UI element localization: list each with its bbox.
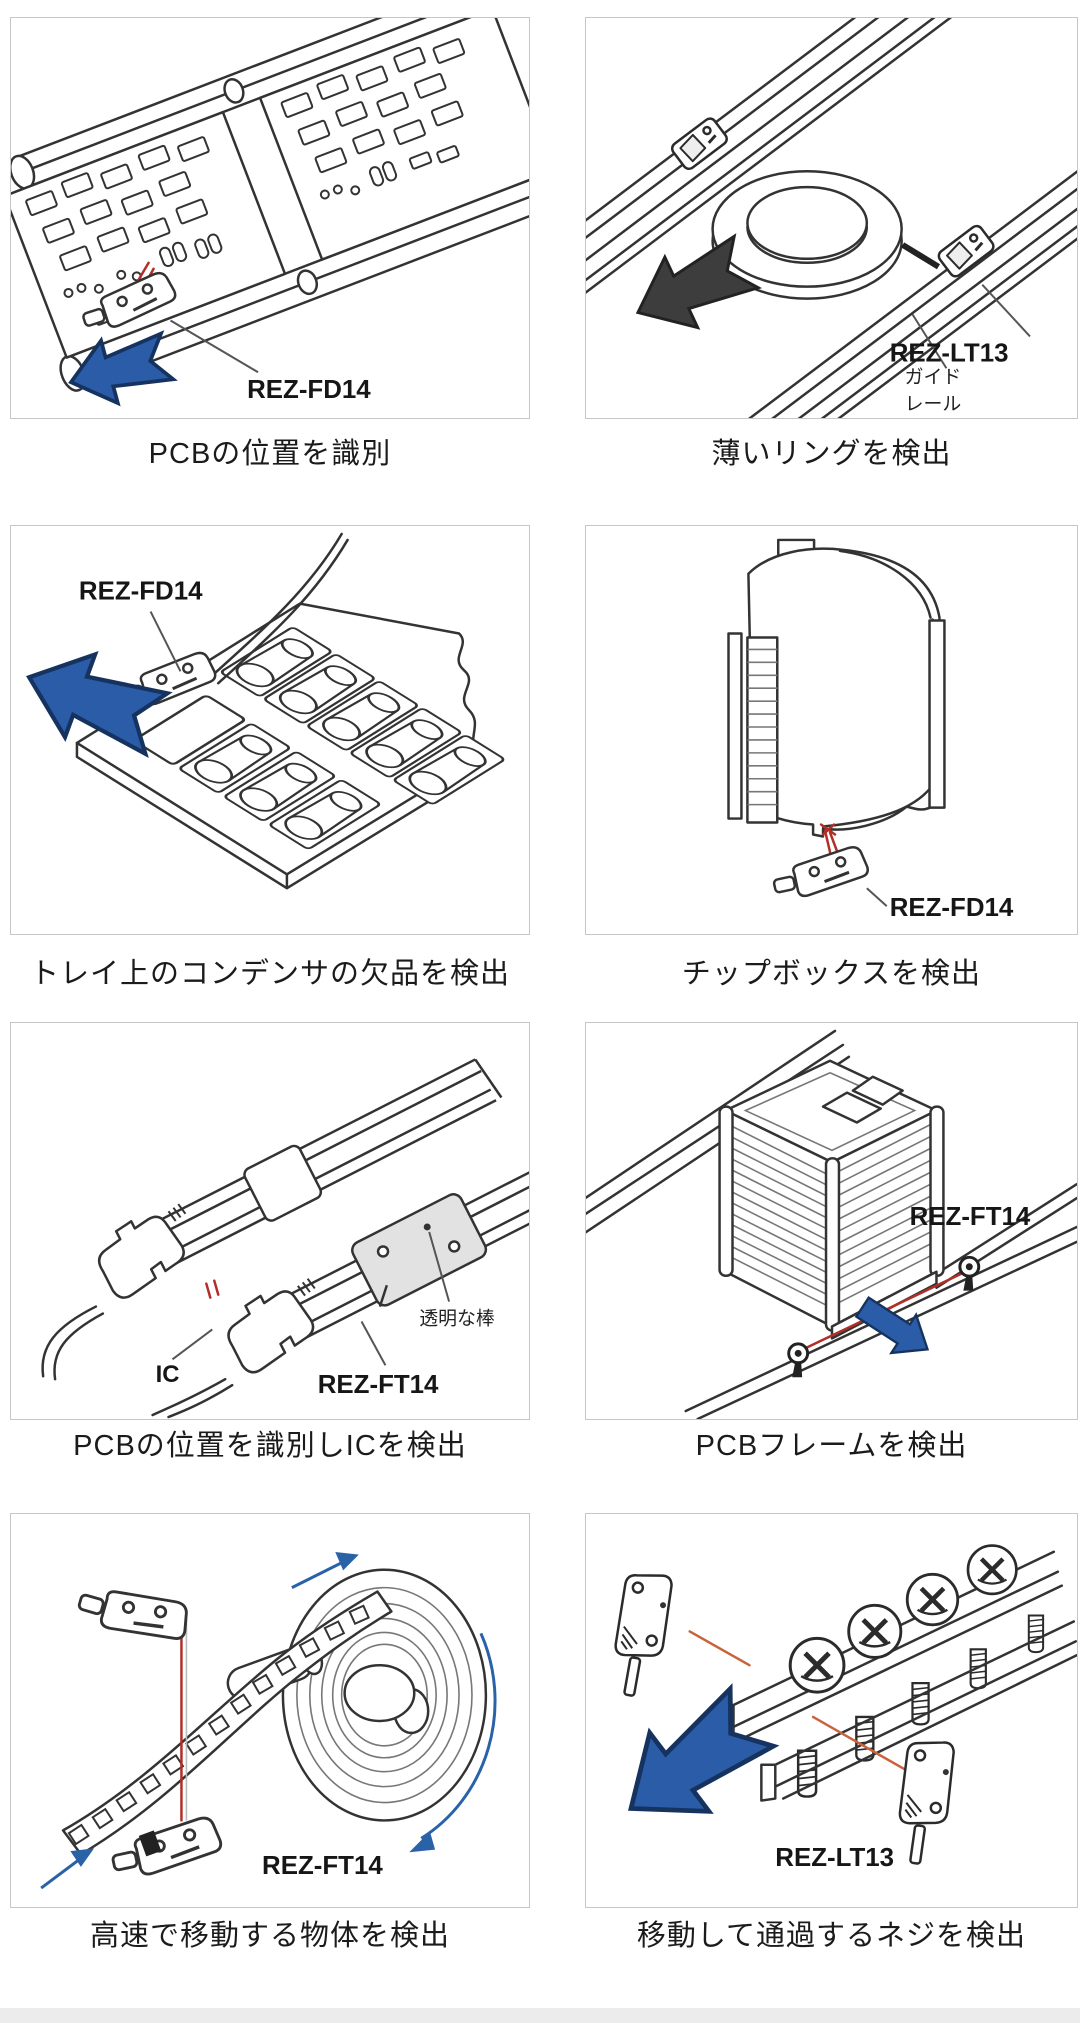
ic-tube-rail — [216, 1119, 529, 1378]
motion-arrows — [40, 1552, 497, 1890]
photo-sensor-icon — [668, 114, 731, 173]
illustration-tray-capacitors: REZ-FD14 — [11, 532, 507, 890]
bottom-strip — [0, 2008, 1080, 2023]
fiber-sensor-icon — [73, 1574, 194, 1651]
panel-caption: 移動して通過するネジを検出 — [636, 1920, 1027, 1952]
carrier-tape — [61, 1590, 393, 1856]
panel-caption: トレイ上のコンデンサの欠品を検出 — [29, 958, 510, 990]
guide-rail — [586, 79, 1077, 418]
panel-screws: REZ-LT13 — [585, 1513, 1078, 1908]
panel-pcb-frame: REZ-FT14 — [585, 1022, 1078, 1420]
fiber-cable — [151, 1377, 234, 1419]
pcb-magazine-rack — [718, 1059, 945, 1340]
panel-tray-capacitors: REZ-FD14 — [10, 525, 530, 935]
device-label: REZ-LT13 — [890, 339, 1009, 367]
illustration-pcb-frame: REZ-FT14 — [586, 1029, 1077, 1419]
ic-label: IC — [156, 1361, 180, 1388]
label-leader — [866, 887, 888, 907]
fiber-sensor-icon — [106, 1813, 226, 1883]
sensor-beam — [205, 1279, 220, 1299]
beam-cross — [819, 823, 837, 836]
fiber-sensor-icon — [351, 1193, 488, 1308]
device-label: REZ-FT14 — [262, 1852, 383, 1880]
conveyor-rails — [11, 18, 529, 392]
photo-sensor-icon — [891, 1736, 959, 1868]
chip-box — [727, 538, 946, 838]
fiber-head-icon — [787, 1342, 810, 1379]
sensor-cable — [209, 532, 349, 685]
tray-pockets — [134, 625, 507, 851]
label-leader — [169, 319, 259, 374]
label-leader — [981, 283, 1031, 338]
device-label: REZ-FD14 — [79, 578, 203, 606]
sensor-bracket — [901, 242, 941, 270]
panel-caption: PCBフレームを検出 — [695, 1430, 968, 1462]
conveyor-rails — [586, 1029, 1077, 1289]
transparent-rod-label: 透明な棒 — [419, 1307, 495, 1329]
component-tray — [75, 602, 507, 890]
ic-tube-rail — [87, 1044, 507, 1304]
direction-arrow-icon — [601, 1678, 781, 1848]
label-leader — [171, 1328, 213, 1361]
label-leader — [911, 313, 948, 369]
panel-pcb-position: REZ-FD14 — [10, 17, 530, 419]
guide-rail-label: ガイド — [905, 366, 962, 388]
panel-tape-reel: REZ-FT14 — [10, 1513, 530, 1908]
device-label: REZ-LT13 — [775, 1844, 894, 1872]
pcb-board — [258, 18, 529, 261]
device-label: REZ-FD14 — [247, 376, 371, 404]
illustration-tape-reel: REZ-FT14 — [40, 1552, 497, 1890]
label-leader — [428, 1231, 451, 1302]
device-label: REZ-FT14 — [910, 1203, 1031, 1231]
illustration-thin-ring: REZ-LT13 ガイド レール — [586, 18, 1077, 418]
fiber-head-icon — [958, 1255, 981, 1293]
illustration-chip-box: REZ-FD14 — [727, 538, 1014, 922]
device-label: REZ-FT14 — [318, 1371, 439, 1399]
fiber-sensor-icon — [768, 843, 873, 904]
guide-rail-label: レール — [905, 394, 962, 415]
panel-caption: PCBの位置を識別 — [148, 438, 392, 470]
panel-chip-box: REZ-FD14 — [585, 525, 1078, 935]
fiber-cable — [41, 1305, 105, 1381]
panel-caption: チップボックスを検出 — [681, 958, 982, 990]
rod-marker — [423, 1223, 431, 1231]
sensor-beam — [811, 1715, 912, 1774]
pcb-board — [11, 110, 287, 359]
illustration-screws: REZ-LT13 — [586, 1514, 1077, 1872]
sensor-beam — [688, 1630, 751, 1667]
device-label: REZ-FD14 — [890, 894, 1014, 922]
panel-thin-ring: REZ-LT13 ガイド レール — [585, 17, 1078, 419]
panel-caption: 薄いリングを検出 — [711, 438, 952, 470]
illustration-pcb-position: REZ-FD14 — [11, 18, 529, 416]
panel-caption: 高速で移動する物体を検出 — [89, 1920, 450, 1952]
panel-ic-tubes: IC 透明な棒 REZ-FT14 — [10, 1022, 530, 1420]
label-leader — [360, 1321, 387, 1366]
thin-ring — [711, 169, 903, 300]
label-leader — [149, 611, 182, 672]
photo-sensor-icon — [605, 1568, 677, 1701]
conveyor-rails — [718, 1550, 1077, 1802]
illustration-ic-tubes: IC 透明な棒 REZ-FT14 — [41, 1044, 529, 1419]
panel-caption: PCBの位置を識別しICを検出 — [73, 1430, 467, 1462]
